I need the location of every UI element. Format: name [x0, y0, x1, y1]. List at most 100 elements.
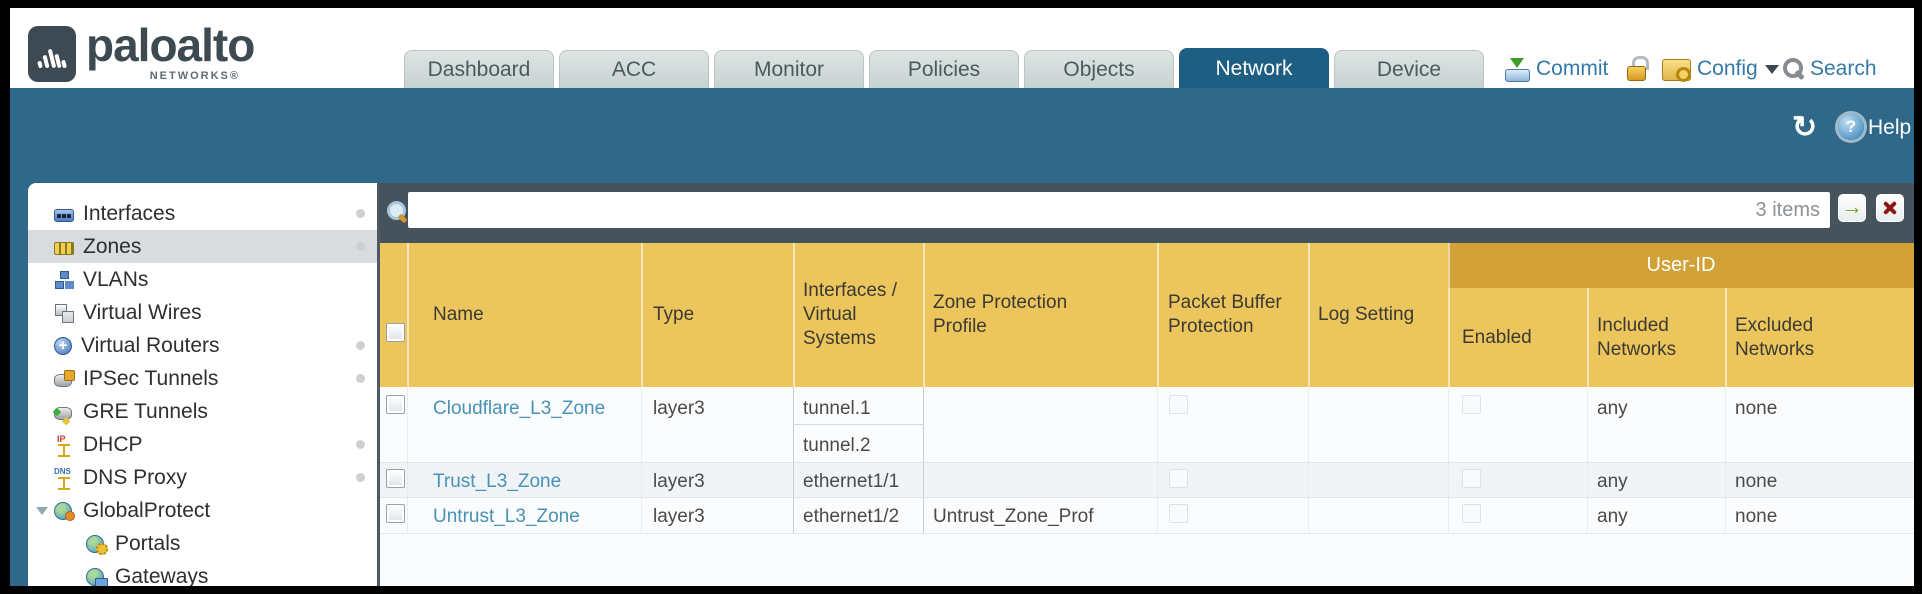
included-networks-value: any [1597, 398, 1628, 419]
tab-policies[interactable]: Policies [869, 50, 1019, 88]
tab-device[interactable]: Device [1334, 50, 1484, 88]
column-header-included-networks[interactable]: Included Networks [1597, 314, 1677, 360]
status-dot [356, 242, 365, 251]
sidebar-item-interfaces[interactable]: Interfaces [28, 197, 377, 230]
network-sidebar: Interfaces Zones VLANs Virtual Wires Vir… [28, 183, 377, 586]
column-header-log-setting[interactable]: Log Setting [1318, 304, 1415, 325]
clear-filter-button[interactable] [1876, 194, 1904, 222]
column-separator [641, 243, 643, 387]
status-dot [356, 473, 365, 482]
virtual-wires-icon [54, 303, 74, 323]
chevron-down-icon [1764, 65, 1779, 81]
sidebar-item-gre-tunnels[interactable]: GRE Tunnels [28, 395, 377, 428]
sidebar-item-globalprotect[interactable]: GlobalProtect [28, 494, 377, 527]
column-header-enabled[interactable]: Enabled [1462, 326, 1532, 348]
tab-objects[interactable]: Objects [1024, 50, 1174, 88]
page-background: paloalto NETWORKS® Dashboard ACC Monitor… [10, 8, 1914, 586]
zone-interface: tunnel.1 [803, 398, 871, 419]
filter-input-wrap: 3 items [408, 192, 1830, 228]
paloalto-logo-icon [27, 25, 77, 83]
zone-interface: tunnel.2 [803, 435, 871, 456]
sidebar-item-dhcp[interactable]: DHCP [28, 428, 377, 461]
tab-monitor[interactable]: Monitor [714, 50, 864, 88]
packet-buffer-checkbox [1169, 469, 1188, 488]
zones-content-panel: 3 items User-ID Name Type Interfaces / V… [380, 183, 1914, 586]
row-checkbox[interactable] [386, 469, 405, 488]
column-header-packet-buffer-protection[interactable]: Packet Buffer Protection [1168, 292, 1282, 337]
filter-input[interactable] [408, 195, 1756, 225]
apply-filter-button[interactable] [1838, 194, 1866, 222]
column-header-type[interactable]: Type [653, 304, 695, 325]
sidebar-item-dns-proxy[interactable]: DNS Proxy [28, 461, 377, 494]
help-label[interactable]: Help [1868, 116, 1912, 139]
excluded-networks-value: none [1735, 471, 1778, 492]
config-menu-button[interactable]: Config [1662, 54, 1779, 84]
dhcp-icon [54, 434, 74, 457]
gateways-icon [86, 567, 108, 586]
sidebar-item-virtual-wires[interactable]: Virtual Wires [28, 296, 377, 329]
virtual-routers-icon [54, 337, 72, 355]
expand-triangle-icon[interactable] [36, 507, 48, 521]
column-header-excluded-networks[interactable]: Excluded Networks [1735, 314, 1815, 360]
config-label: Config [1697, 57, 1758, 80]
row-checkbox[interactable] [386, 395, 405, 414]
zone-name-link[interactable]: Untrust_L3_Zone [433, 506, 580, 527]
grid-line [641, 387, 642, 533]
sidebar-item-vlans[interactable]: VLANs [28, 263, 377, 296]
sidebar-item-ipsec-tunnels[interactable]: IPSec Tunnels [28, 362, 377, 395]
row-checkbox[interactable] [386, 504, 405, 523]
table-body: Cloudflare_L3_Zone layer3 tunnel.1 tunne… [380, 387, 1914, 586]
tab-dashboard[interactable]: Dashboard [404, 50, 554, 88]
row-border [380, 533, 1914, 534]
column-header-zone-protection-profile[interactable]: Zone Protection Profile [933, 292, 1068, 337]
select-all-checkbox[interactable] [386, 323, 405, 342]
user-id-group-header: User-ID [1448, 243, 1914, 288]
status-dot [356, 440, 365, 449]
column-separator [1725, 288, 1727, 387]
zone-type: layer3 [653, 398, 705, 419]
zone-name-link[interactable]: Cloudflare_L3_Zone [433, 398, 606, 419]
subcell-border [793, 424, 923, 425]
commit-icon [1504, 56, 1530, 82]
tab-network[interactable]: Network [1179, 48, 1329, 88]
commit-button[interactable]: Commit [1504, 54, 1608, 84]
grid-line [1587, 387, 1588, 533]
sidebar-item-gateways[interactable]: Gateways [28, 560, 377, 586]
brand-subtitle: NETWORKS® [149, 70, 240, 82]
search-label: Search [1810, 57, 1877, 80]
excluded-networks-value: none [1735, 506, 1778, 527]
column-separator [1157, 243, 1159, 387]
top-header-bar: paloalto NETWORKS® Dashboard ACC Monitor… [10, 8, 1914, 88]
zone-interface: ethernet1/1 [803, 471, 900, 492]
lock-button[interactable] [1626, 54, 1649, 84]
search-button[interactable]: Search [1782, 54, 1877, 84]
sidebar-item-virtual-routers[interactable]: Virtual Routers [28, 329, 377, 362]
zones-icon [54, 242, 74, 255]
refresh-icon[interactable]: ↻ [1792, 111, 1818, 144]
zone-name-link[interactable]: Trust_L3_Zone [433, 471, 562, 492]
row-border [380, 462, 1914, 463]
column-separator [1587, 288, 1589, 387]
column-separator [793, 243, 795, 387]
gre-tunnels-icon [54, 402, 74, 422]
panel-divider [377, 183, 380, 586]
table-header: User-ID Name Type Interfaces / Virtual S… [380, 243, 1914, 387]
zone-interface: ethernet1/2 [803, 506, 900, 527]
tab-acc[interactable]: ACC [559, 50, 709, 88]
grid-line [1448, 387, 1449, 533]
included-networks-value: any [1597, 471, 1628, 492]
sidebar-item-zones[interactable]: Zones [28, 230, 377, 263]
grid-line [793, 387, 794, 533]
column-separator [407, 243, 409, 387]
commit-label: Commit [1536, 57, 1609, 80]
help-icon[interactable] [1838, 114, 1864, 140]
column-header-interfaces[interactable]: Interfaces / Virtual Systems [803, 280, 897, 349]
excluded-networks-value: none [1735, 398, 1778, 419]
brand-name: paloalto [86, 19, 255, 71]
column-header-name[interactable]: Name [433, 304, 484, 325]
zone-type: layer3 [653, 506, 705, 527]
grid-line [1725, 387, 1726, 533]
portals-icon [86, 534, 108, 555]
sidebar-item-portals[interactable]: Portals [28, 527, 377, 560]
status-dot [356, 209, 365, 218]
